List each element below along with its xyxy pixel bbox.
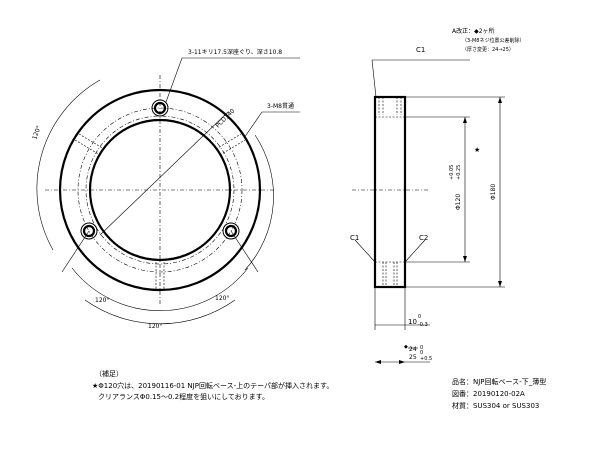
angle-ext-line-right [230,230,259,273]
angle-bottom-left-label: 120° [95,297,109,304]
counterbore-note: 3-11キリ17.5深座ぐり、深さ10.8 [188,48,282,56]
revision-line3: （厚さ変更：24→25） [462,46,514,53]
side-view: C1 C1 C2 Φ120 +0.05 +0.25 ★ Φ180 10 0 -0… [350,46,505,364]
angle-arc-left [36,79,101,251]
side-c2-right: C2 [419,234,428,242]
dim-depth-tol-upper: 0 [418,314,421,320]
angle-ext-line-left [61,230,90,273]
side-counterbore-top [378,97,402,115]
side-c1-top: C1 [416,46,425,54]
revision-line2: （3-M8ネジ位置公差削除） [462,37,524,44]
dim-depth-tol-lower: -0.3 [418,322,428,328]
dim-thick-old-tol: 0 [420,345,423,351]
tap-hole-hidden-top-left [74,133,105,156]
counterbore-leader [165,57,300,103]
pcd-label: PCD140 [214,107,236,129]
dim-thick-new-tol-lower: +0.5 [420,356,432,362]
angle-arc-right [244,134,274,271]
angle-bottom-label: 120° [148,323,162,330]
angle-arc-lower [84,299,236,325]
title-name: 品名：NJP回転ベース-下_薄型 [452,377,546,386]
angle-left-label: 120° [31,125,43,141]
side-body [373,95,407,289]
tap-hole-hidden-top-right [215,133,246,156]
notes-line1: ★Φ120穴は、20190116-01 NJP回転ベース-上のテーパ部が挿入され… [92,381,333,390]
side-c1-left: C1 [350,234,359,242]
title-block: 品名：NJP回転ベース-下_薄型 図番：20190120-02A 材質：SUS3… [452,377,546,410]
angle-arc-bottom [71,267,249,311]
dim-thick-new-tol-upper: 0 [420,350,423,356]
dim-thick-old: 24 [409,346,417,353]
side-tap-bottom [382,262,398,287]
tap-note: 3-M8貫通 [267,102,294,110]
dim-dia-inner: Φ120 [455,194,462,210]
star-mark: ★ [474,146,480,154]
counterbore-hole-right [222,222,240,240]
tap-hole-hidden-bottom [155,262,165,290]
dim-dia-inner-tol-upper: +0.05 [449,165,455,180]
pcd-circle [77,107,243,273]
dim-dia-inner-tol-lower: +0.25 [456,165,462,180]
notes-heading: （補足） [95,369,123,378]
angle-bottom-right-label: 120° [215,295,229,302]
revision-line1: A改正：◆2ヶ所 [452,27,495,35]
rev-mark-thick: ◆ [404,344,408,350]
front-view: PCD140 3-11キリ17.5深座ぐり、深さ10.8 3-M8貫通 120°… [31,48,300,330]
dim-thick-new: 25 [409,354,417,361]
title-drawing-no: 図番：20190120-02A [452,390,525,398]
dim-depth: 10 [408,318,417,326]
counterbore-hole-top [151,99,169,117]
notes: （補足） ★Φ120穴は、20190116-01 NJP回転ベース-上のテーパ部… [92,369,333,401]
tap-leader [243,111,300,139]
notes-line2: クリアランスΦ0.15～0.2程度を狙いにしております。 [98,392,269,401]
pcd-leader [99,111,229,236]
dim-dia-outer: Φ180 [490,184,497,200]
counterbore-hole-left [80,222,98,240]
title-material: 材質：SUS304 or SUS303 [452,401,539,410]
